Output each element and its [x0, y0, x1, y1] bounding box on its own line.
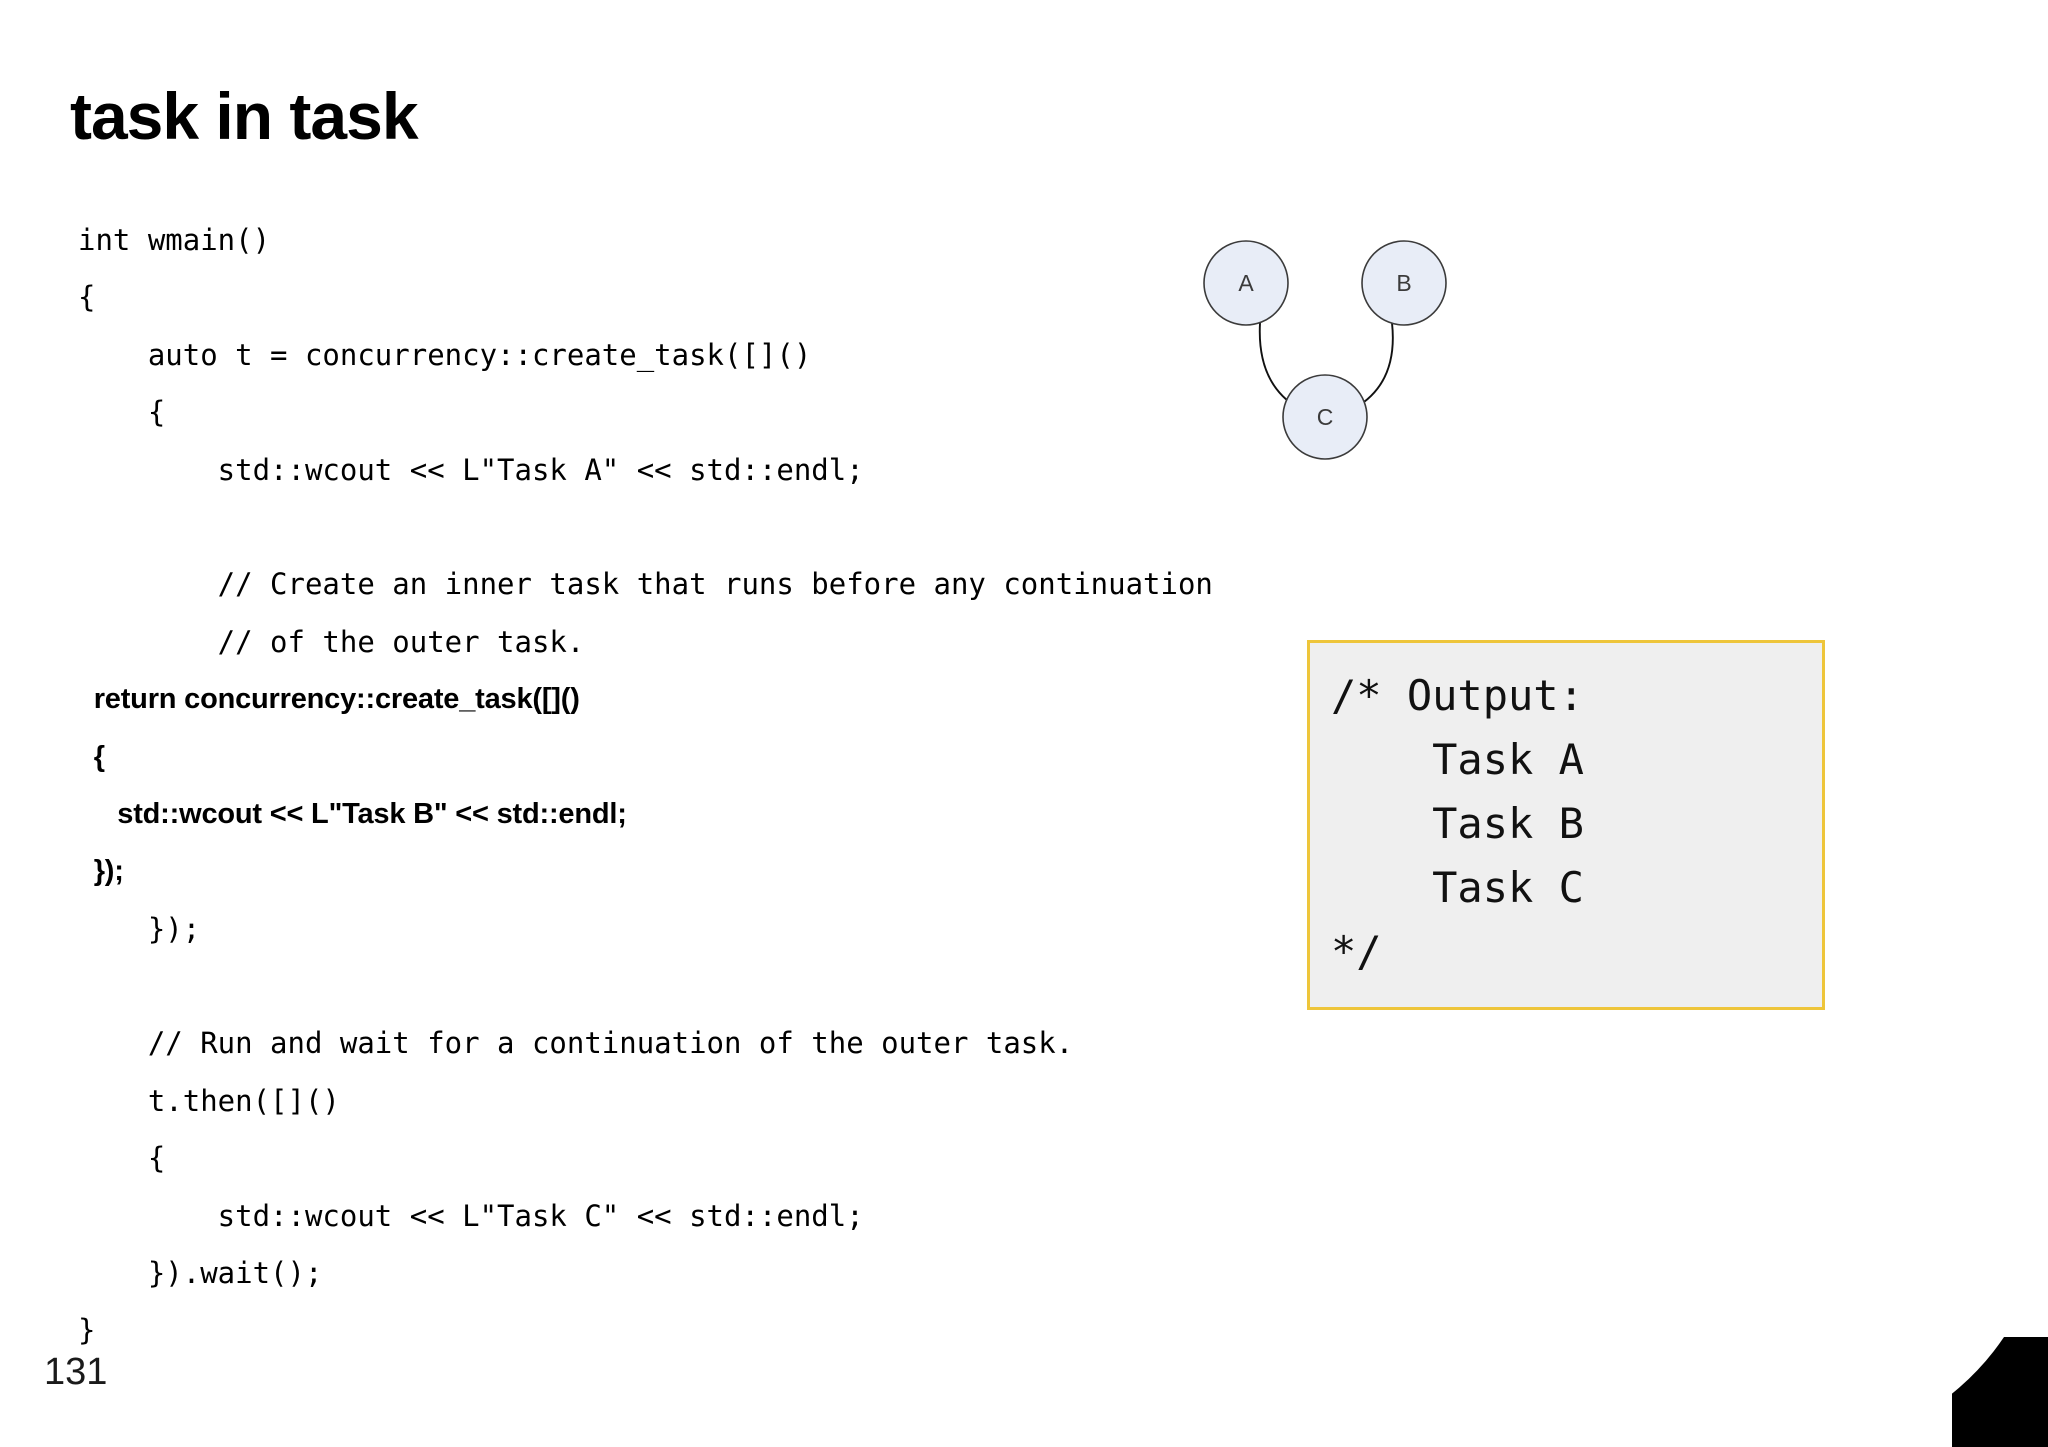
page-number: 131	[44, 1351, 108, 1393]
diagram-node-a	[1203, 240, 1289, 326]
code-line: t.then([]()	[78, 1083, 340, 1118]
corner-decoration-fill	[1952, 1337, 2048, 1447]
page-title: task in task	[70, 79, 419, 153]
code-line: // Create an inner task that runs before…	[78, 567, 1213, 602]
code-line: {	[78, 280, 96, 315]
code-line: }).wait();	[78, 1256, 323, 1291]
corner-decoration-cutout	[1952, 1337, 2048, 1447]
code-line: std::wcout << L"Task B" << std::endl;	[78, 797, 627, 830]
code-line: int wmain()	[78, 223, 271, 257]
code-line: std::wcout << L"Task C" << std::endl;	[78, 1198, 864, 1233]
diagram-node-c	[1282, 374, 1368, 460]
diagram-node-c-label: C	[1317, 404, 1334, 430]
code-line: });	[78, 855, 124, 888]
task-dependency-diagram: A B C	[1200, 230, 1560, 560]
output-comment-text: /* Output: Task A Task B Task C */	[1331, 671, 1584, 976]
code-line: });	[78, 911, 201, 946]
code-line: {	[78, 1141, 166, 1176]
diagram-node-a-label: A	[1238, 270, 1254, 296]
code-line	[78, 958, 1348, 1015]
code-line: // Run and wait for a continuation of th…	[78, 1026, 1074, 1061]
diagram-node-b	[1361, 240, 1447, 326]
corner-decoration	[1952, 1337, 2048, 1447]
code-line: std::wcout << L"Task A" << std::endl;	[78, 452, 864, 487]
code-line: auto t = concurrency::create_task([]()	[78, 337, 812, 372]
code-line: // of the outer task.	[78, 624, 585, 659]
code-line: }	[78, 1313, 96, 1348]
code-line: {	[78, 395, 166, 430]
code-line: return concurrency::create_task([]()	[78, 683, 580, 716]
output-comment-box: /* Output: Task A Task B Task C */	[1307, 640, 1825, 1010]
code-line: {	[78, 740, 105, 773]
code-block: int wmain(){ auto t = concurrency::creat…	[78, 212, 1348, 1360]
code-line	[78, 499, 1348, 556]
diagram-node-b-label: B	[1396, 270, 1411, 296]
